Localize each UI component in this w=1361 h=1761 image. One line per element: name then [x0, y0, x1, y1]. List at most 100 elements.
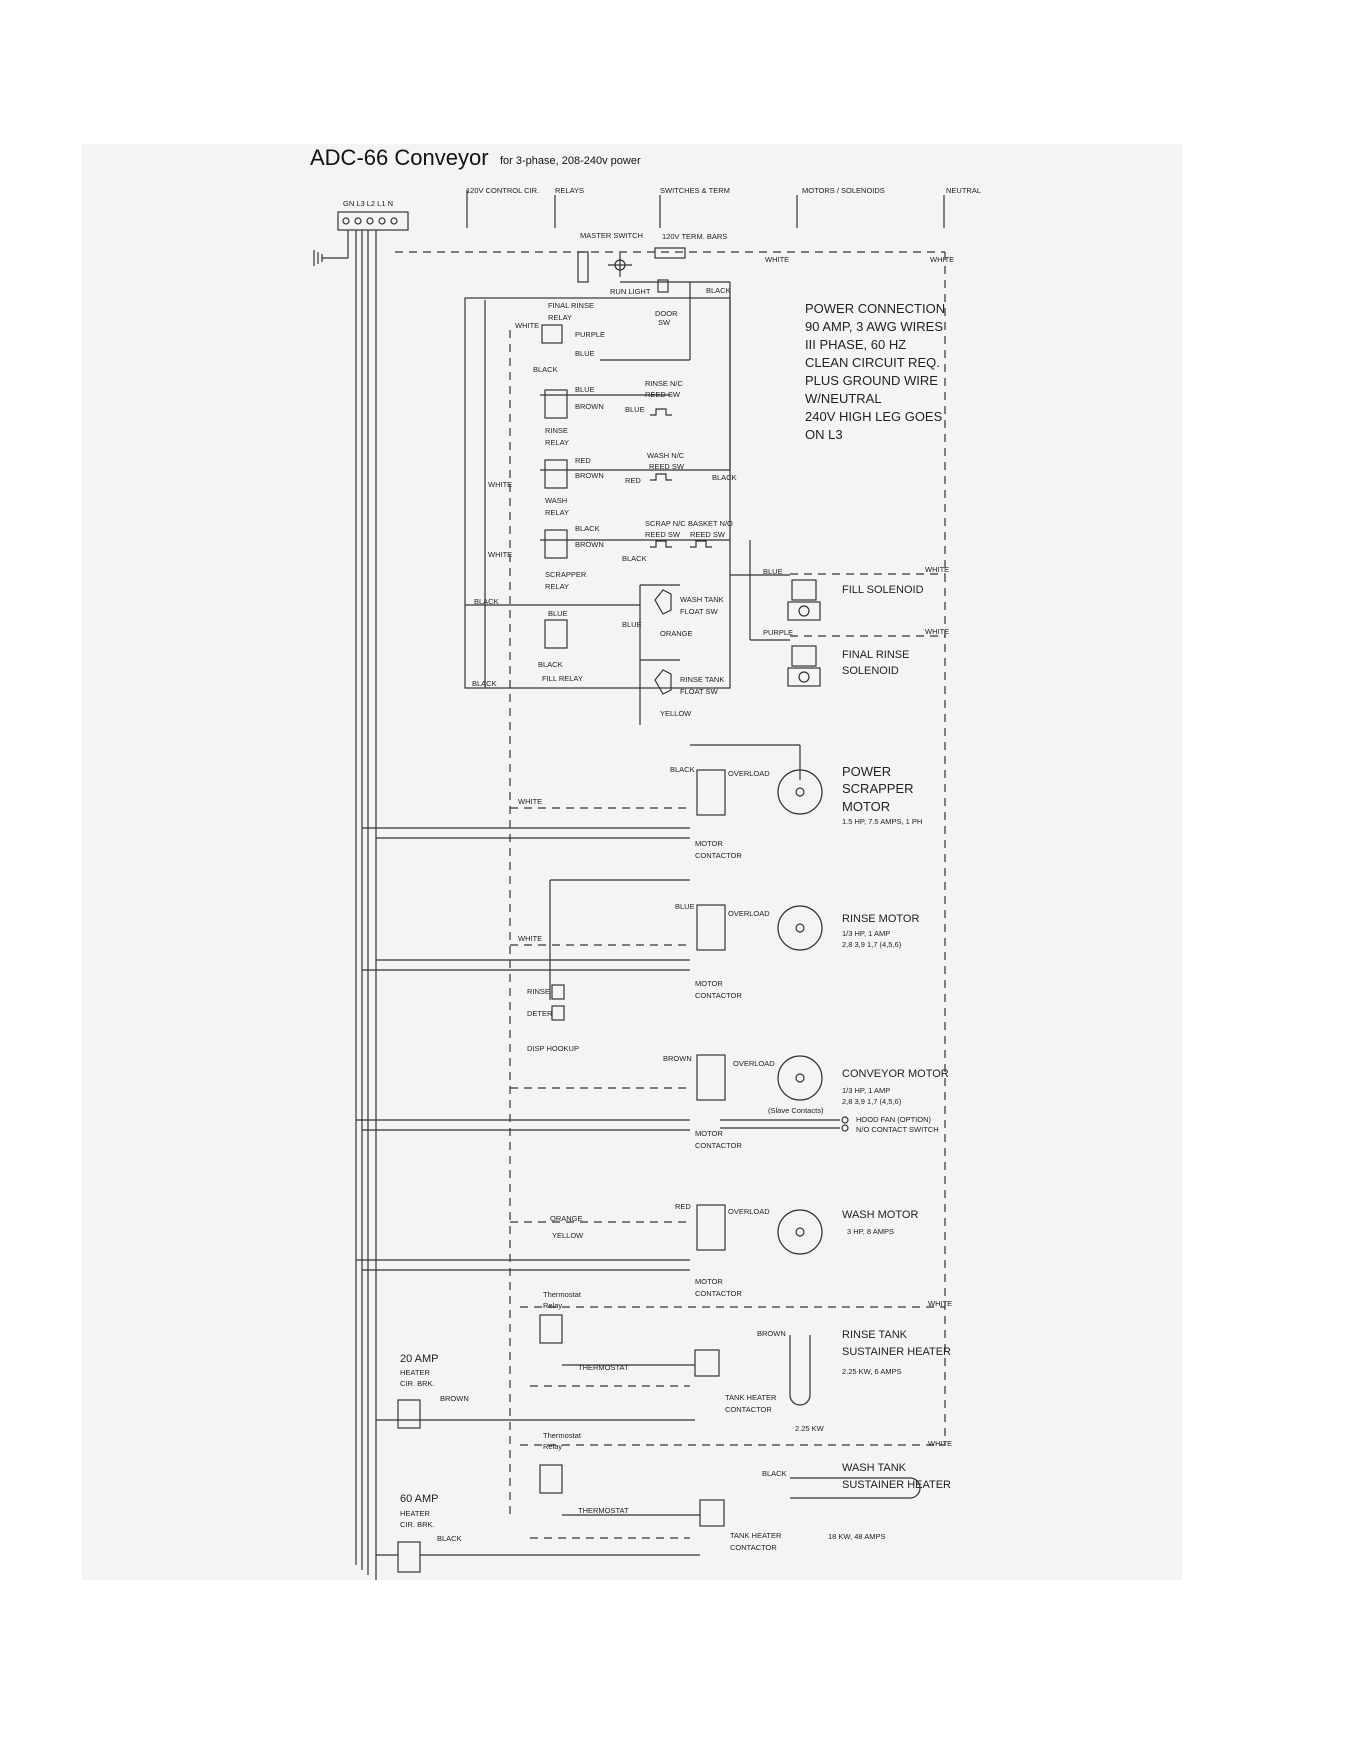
rinse-float-switch-label-1: RINSE TANK — [680, 675, 725, 684]
thermostat-relay-label-1a: Thermostat — [543, 1290, 581, 1299]
wire-label-white-5: WHITE — [925, 627, 950, 636]
disposal-hookup-symbols — [551, 984, 565, 1021]
wire-label-black-6: BLACK — [472, 679, 497, 688]
tank-contactor-label-2a: TANK HEATER — [730, 1531, 782, 1540]
wash-float-switch-label-1: WASH TANK — [680, 595, 724, 604]
header-relays: RELAYS — [555, 186, 585, 195]
wire-label-brown-1: BROWN — [575, 402, 604, 411]
slave-contacts-label: (Slave Contacts) — [768, 1106, 824, 1115]
white-label-top: WHITE — [765, 255, 790, 264]
wire-label-white-8: WHITE — [928, 1299, 953, 1308]
white-label-right: WHITE — [930, 255, 955, 264]
rinse-heater-label-1: RINSE TANK — [842, 1329, 907, 1341]
wash-heater-label-1: WASH TANK — [842, 1462, 906, 1474]
page-title: ADC-66 Conveyor — [310, 145, 489, 170]
breaker-60-label-3: CIR. BRK. — [400, 1520, 435, 1529]
master-switch-label: MASTER SWITCH — [580, 231, 643, 240]
scrap-reed-switch-label-2: REED SW — [645, 530, 681, 539]
terminal-block — [337, 211, 409, 231]
wire-label-brown-5: BROWN — [757, 1329, 786, 1338]
motor-contactor-label-2b: CONTACTOR — [695, 991, 742, 1000]
power-scrapper-motor-label-1: POWER — [842, 764, 892, 779]
wash-relay-label-1: WASH — [545, 496, 568, 505]
terminal-block-label: GN L3 L2 L1 N — [343, 199, 394, 208]
wire-label-white-1: WHITE — [515, 321, 540, 330]
conveyor-motor-spec-1: 1/3 HP, 1 AMP — [842, 1086, 891, 1095]
reed-switch-symbols — [650, 408, 712, 548]
breaker-60-label-1: 60 AMP — [400, 1493, 439, 1505]
term-bars-label: 120V TERM. BARS — [662, 232, 728, 241]
overload-label-2: OVERLOAD — [728, 909, 770, 918]
thermostat-relay-label-2a: Thermostat — [543, 1431, 581, 1440]
header-ticks — [466, 190, 945, 228]
final-rinse-relay-label-2: RELAY — [548, 313, 573, 322]
drawing-sheet — [82, 144, 1182, 1580]
wire-label-black-8: BLACK — [670, 765, 695, 774]
motor-contactor-label-2a: MOTOR — [695, 979, 723, 988]
basket-reed-switch-label-2: REED SW — [690, 530, 726, 539]
wash-float-switch-label-2: FLOAT SW — [680, 607, 718, 616]
rinse-heater-label-2: SUSTAINER HEATER — [842, 1346, 951, 1358]
motor-contactor-label-4a: MOTOR — [695, 1277, 723, 1286]
thermostat-relay-label-1b: Relay — [543, 1301, 563, 1310]
wire-label-orange-1: ORANGE — [660, 629, 693, 638]
wire-label-red-2: RED — [625, 476, 641, 485]
hood-fan-label-1: HOOD FAN (OPTION) — [856, 1115, 931, 1124]
wash-relay-label-2: RELAY — [545, 508, 570, 517]
relay-symbols — [541, 324, 568, 649]
rinse-motor-spec-1: 1/3 HP, 1 AMP — [842, 929, 891, 938]
scrapper-relay-label-2: RELAY — [545, 582, 570, 591]
wire-label-black-5: BLACK — [538, 660, 563, 669]
power-connection-line-2: 90 AMP, 3 AWG WIRES — [805, 319, 943, 334]
header-motors: MOTORS / SOLENOIDS — [802, 186, 885, 195]
wire-label-white-3: WHITE — [488, 550, 513, 559]
wire-label-black-7: BLACK — [712, 473, 737, 482]
motor-contactor-label-4b: CONTACTOR — [695, 1289, 742, 1298]
wire-label-white-4: WHITE — [925, 565, 950, 574]
breaker-20-label-2: HEATER — [400, 1368, 430, 1377]
header-neutral: NEUTRAL — [946, 186, 982, 195]
wire-label-brown-2: BROWN — [575, 471, 604, 480]
wire-label-black-1: BLACK — [533, 365, 558, 374]
neutral-lines — [395, 251, 946, 1539]
door-switch-label-2: SW — [658, 318, 671, 327]
wire-label-brown-3: BROWN — [575, 540, 604, 549]
motor-circuits — [356, 744, 849, 1271]
thermostat-label-2: THERMOSTAT — [578, 1506, 629, 1515]
feeder-lines — [347, 230, 377, 1580]
scrap-reed-switch-label-1: SCRAP N/C — [645, 519, 686, 528]
fill-relay-label: FILL RELAY — [542, 674, 583, 683]
rinse-relay-label-2: RELAY — [545, 438, 570, 447]
final-rinse-solenoid-label-1: FINAL RINSE — [842, 649, 910, 661]
rinse-motor-spec-2: 2,8 3,9 1,7 (4,5,6) — [842, 940, 902, 949]
wire-label-yellow-1: YELLOW — [660, 709, 692, 718]
tank-contactor-label-1b: CONTACTOR — [725, 1405, 772, 1414]
thermostat-relay-label-2b: Relay — [543, 1442, 563, 1451]
motor-contactor-label-3a: MOTOR — [695, 1129, 723, 1138]
disposal-deter-label: DETER — [527, 1009, 553, 1018]
final-rinse-relay-label-1: FINAL RINSE — [548, 301, 594, 310]
wire-label-blue-5: BLUE — [625, 405, 645, 414]
run-light-label: RUN LIGHT — [610, 287, 651, 296]
wash-heater-label-2: SUSTAINER HEATER — [842, 1479, 951, 1491]
wash-reed-switch-label-2: REED SW — [649, 462, 685, 471]
solenoid-symbols — [787, 579, 821, 687]
wire-label-blue-2: BLUE — [575, 385, 595, 394]
conveyor-motor-label: CONVEYOR MOTOR — [842, 1068, 949, 1080]
rinse-heater-spec: 2.25 KW, 6 AMPS — [842, 1367, 902, 1376]
wire-label-blue-1: BLUE — [575, 349, 595, 358]
power-connection-line-1: POWER CONNECTION — [805, 301, 946, 316]
power-connection-line-3: III PHASE, 60 HZ — [805, 337, 907, 352]
wire-label-blue-3: BLUE — [548, 609, 568, 618]
rinse-float-switch-label-2: FLOAT SW — [680, 687, 718, 696]
overload-label-3: OVERLOAD — [733, 1059, 775, 1068]
overload-label-4: OVERLOAD — [728, 1207, 770, 1216]
wire-label-blue-4: BLUE — [622, 620, 642, 629]
wire-label-brown-4: BROWN — [663, 1054, 692, 1063]
wire-label-blue-7: BLUE — [675, 902, 695, 911]
door-switch-label-1: DOOR — [655, 309, 678, 318]
motor-contactor-label-3b: CONTACTOR — [695, 1141, 742, 1150]
power-connection-line-7: 240V HIGH LEG GOES — [805, 409, 943, 424]
motor-contactor-label-1b: CONTACTOR — [695, 851, 742, 860]
